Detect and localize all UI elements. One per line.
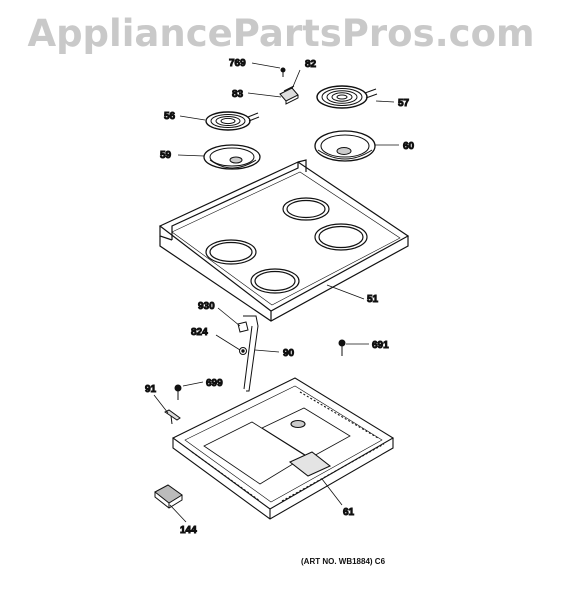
clip-930 — [237, 321, 249, 333]
callout-56: 56 — [164, 111, 176, 122]
callout-51: 51 — [367, 294, 379, 305]
block-144 — [154, 484, 183, 509]
small-drip-pan — [203, 144, 261, 170]
large-drip-pan — [314, 130, 376, 162]
leader-lines — [153, 62, 399, 523]
screw-691 — [338, 339, 346, 356]
callout-83: 83 — [232, 89, 244, 100]
art-number: (ART NO. WB1884) C6 — [301, 557, 386, 566]
callout-769: 769 — [229, 58, 246, 69]
callout-144: 144 — [180, 525, 197, 536]
callout-824: 824 — [191, 327, 208, 338]
bracket-91 — [164, 409, 181, 425]
small-surface-element — [205, 111, 260, 131]
screw-699 — [174, 384, 182, 400]
callout-691: 691 — [372, 340, 389, 351]
nut-824 — [239, 347, 247, 355]
support-rod — [243, 315, 259, 392]
screw-769 — [280, 67, 286, 77]
large-surface-element — [316, 85, 378, 109]
callout-930: 930 — [198, 301, 215, 312]
callout-61: 61 — [343, 507, 355, 518]
cooktop — [158, 159, 410, 322]
burner-box — [171, 377, 395, 520]
callout-82: 82 — [305, 59, 317, 70]
callout-60: 60 — [403, 141, 415, 152]
callout-57: 57 — [398, 98, 410, 109]
receptacle-block — [279, 85, 299, 105]
callout-91: 91 — [145, 384, 157, 395]
callout-59: 59 — [160, 150, 172, 161]
callout-699: 699 — [206, 378, 223, 389]
watermark-text: AppliancePartsPros.com — [27, 12, 535, 55]
callout-90: 90 — [283, 348, 295, 359]
